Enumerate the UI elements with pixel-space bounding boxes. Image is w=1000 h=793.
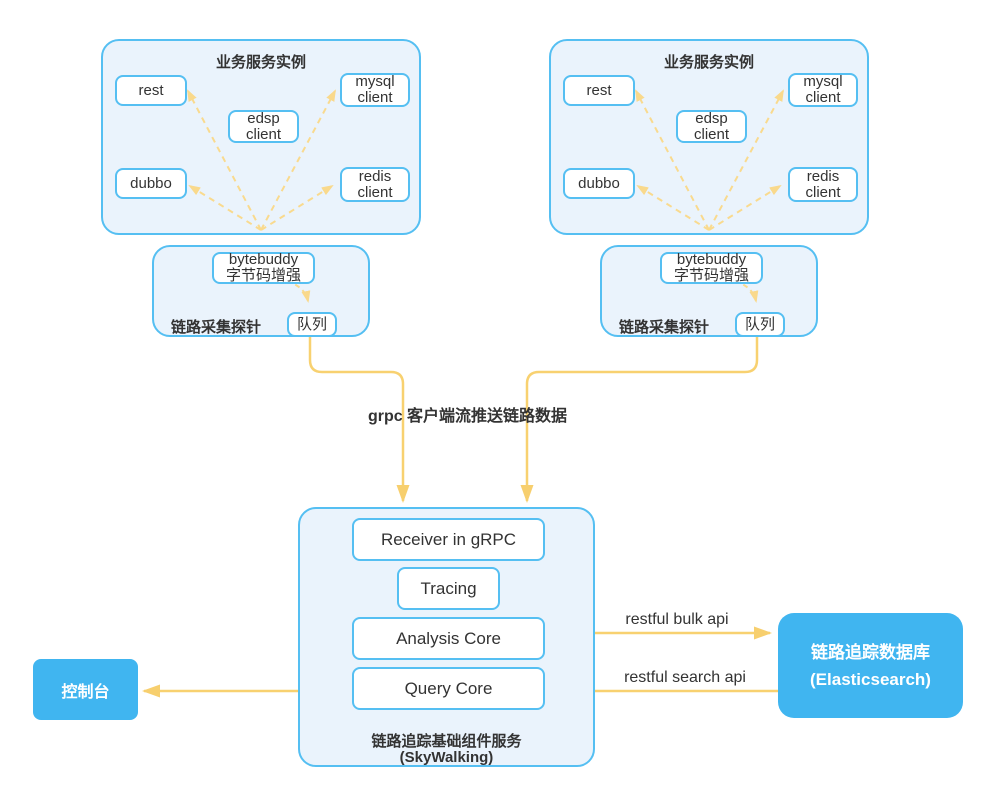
node-dubbo: dubbo: [563, 168, 635, 199]
node-dubbo: dubbo: [115, 168, 187, 199]
probe-title: 链路采集探针: [171, 319, 262, 336]
dashed-arrow-bytebuddy-to-queue: [286, 280, 311, 303]
node-rest: rest: [563, 75, 635, 106]
node-redis-line2: client: [357, 183, 393, 201]
probe-panel-left: bytebuddy 字节码增强 队列 链路采集探针: [152, 245, 370, 337]
node-mysql-client: mysql client: [340, 73, 410, 107]
elasticsearch-box: 链路追踪数据库 (Elasticsearch): [778, 613, 963, 718]
dashed-arrow-to-redis: [260, 184, 334, 231]
node-queue: 队列: [287, 312, 337, 337]
elasticsearch-label-line2: (Elasticsearch): [810, 669, 931, 689]
node-redis-client: redis client: [340, 167, 410, 202]
node-mysql-line2: client: [357, 89, 393, 106]
node-mysql-client: mysql client: [788, 73, 858, 107]
group-title: 业务服务实例: [663, 54, 754, 71]
node-bytebuddy: bytebuddy 字节码增强: [212, 252, 315, 284]
node-edsp-line1: edsp: [695, 109, 728, 127]
node-receiver-grpc: Receiver in gRPC: [352, 518, 545, 561]
service-group-left: 业务服务实例 rest mysql client edsp client dub…: [101, 39, 421, 235]
node-mysql-line1: mysql: [803, 73, 843, 90]
node-rest-label: rest: [586, 81, 612, 99]
node-redis-line2: client: [805, 183, 841, 201]
node-rest: rest: [115, 75, 187, 106]
node-redis-line1: redis: [358, 167, 392, 185]
skywalking-caption-line1: 链路追踪基础组件服务: [371, 733, 522, 750]
node-tracing: Tracing: [397, 567, 500, 610]
node-bytebuddy-line1: bytebuddy: [676, 251, 747, 268]
skywalking-caption-line2: (SkyWalking): [399, 749, 494, 766]
node-dubbo-label: dubbo: [130, 174, 172, 192]
dashed-arrow-bytebuddy-to-queue: [734, 280, 759, 303]
node-query-core: Query Core: [352, 667, 545, 710]
node-bytebuddy-line2: 字节码增强: [225, 267, 301, 284]
console-box: 控制台: [33, 659, 138, 720]
node-mysql-line2: client: [805, 89, 841, 106]
node-edsp-line2: client: [693, 125, 730, 143]
grpc-stream-label: grpc 客户端流推送链路数据: [367, 408, 568, 425]
node-dubbo-label: dubbo: [578, 174, 620, 192]
node-edsp-line2: client: [245, 125, 282, 143]
node-bytebuddy-line2: 字节码增强: [673, 267, 749, 284]
probe-title: 链路采集探针: [619, 319, 710, 336]
node-bytebuddy: bytebuddy 字节码增强: [660, 252, 763, 284]
node-edsp-client: edsp client: [228, 110, 299, 143]
node-analysis-core-label: Analysis Core: [396, 628, 501, 648]
restful-search-api-label: restful search api: [624, 669, 746, 686]
node-mysql-line1: mysql: [355, 73, 395, 90]
node-rest-label: rest: [138, 81, 164, 99]
dashed-arrow-to-dubbo: [636, 184, 710, 231]
node-analysis-core: Analysis Core: [352, 617, 545, 660]
node-query-core-label: Query Core: [404, 678, 493, 698]
node-tracing-label: Tracing: [420, 578, 477, 598]
skywalking-panel: Receiver in gRPC Tracing Analysis Core Q…: [298, 507, 595, 767]
node-queue-label: 队列: [744, 315, 775, 333]
probe-panel-right: bytebuddy 字节码增强 队列 链路采集探针: [600, 245, 818, 337]
node-edsp-client: edsp client: [676, 110, 747, 143]
service-group-right: 业务服务实例 rest mysql client edsp client dub…: [549, 39, 869, 235]
node-edsp-line1: edsp: [247, 109, 280, 127]
node-redis-client: redis client: [788, 167, 858, 202]
node-queue-label: 队列: [296, 315, 327, 333]
node-redis-line1: redis: [806, 167, 840, 185]
group-title: 业务服务实例: [215, 54, 306, 71]
console-label: 控制台: [61, 683, 110, 701]
elasticsearch-label-line1: 链路追踪数据库: [811, 642, 930, 662]
node-queue: 队列: [735, 312, 785, 337]
dashed-arrow-to-dubbo: [188, 184, 262, 231]
restful-bulk-api-label: restful bulk api: [625, 611, 729, 628]
node-bytebuddy-line1: bytebuddy: [228, 251, 299, 268]
node-receiver-grpc-label: Receiver in gRPC: [380, 529, 517, 549]
dashed-arrow-to-redis: [708, 184, 782, 231]
